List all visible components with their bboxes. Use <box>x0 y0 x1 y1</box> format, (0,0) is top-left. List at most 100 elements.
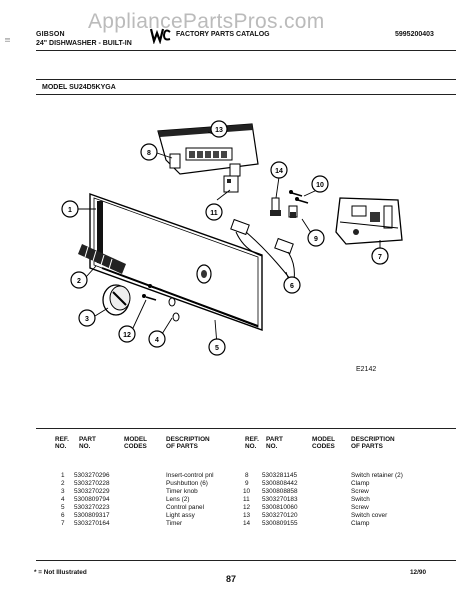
callout-12: 12 <box>118 325 136 343</box>
svg-text:13: 13 <box>215 127 223 134</box>
wci-logo <box>150 28 171 44</box>
part-description: Screw <box>351 488 369 495</box>
ref-no: 14 <box>243 520 251 527</box>
header-model-left: MODEL CODES <box>124 436 148 450</box>
callout-14: 14 <box>270 161 288 179</box>
svg-text:14: 14 <box>275 168 283 175</box>
part-description: Light assy <box>166 512 195 519</box>
callout-13: 13 <box>210 120 228 138</box>
svg-text:12: 12 <box>123 332 131 339</box>
footnote: * = Not Illustrated <box>34 569 87 576</box>
model-number: MODEL SU24D5KYGA <box>42 84 116 91</box>
svg-text:8: 8 <box>147 150 151 157</box>
document-number: 5995200403 <box>395 31 434 38</box>
part-description: Control panel <box>166 504 205 511</box>
part-no: 5303270120 <box>262 512 298 519</box>
part-no: 5303270296 <box>74 472 110 479</box>
product-line: 24" DISHWASHER - BUILT-IN <box>36 40 132 47</box>
ref-no: 10 <box>243 488 251 495</box>
callout-6: 6 <box>283 276 301 294</box>
ref-no: 12 <box>243 504 251 511</box>
switch-part <box>223 175 239 193</box>
svg-text:1: 1 <box>68 207 72 214</box>
ref-no: 9 <box>245 480 249 487</box>
table-row: 5 5303270223 Control panel 12 5300810060… <box>44 504 456 512</box>
svg-text:9: 9 <box>314 236 318 243</box>
part-no: 5303270229 <box>74 488 110 495</box>
part-no: 5300810060 <box>262 504 298 511</box>
part-description: Insert-control pnl <box>166 472 214 479</box>
ref-no: 2 <box>61 480 65 487</box>
ref-no: 5 <box>61 504 65 511</box>
table-row: 4 5300809794 Lens (2) 11 5303270183 Swit… <box>44 496 456 504</box>
screws-and-lenses <box>142 284 180 322</box>
header-desc-left: DESCRIPTION OF PARTS <box>166 436 210 450</box>
ref-no: 7 <box>61 520 65 527</box>
header-ref-left: REF. NO. <box>55 436 69 450</box>
svg-text:10: 10 <box>316 182 324 189</box>
part-no: 5300808858 <box>262 488 298 495</box>
callout-7: 7 <box>371 247 389 265</box>
part-no: 5300809794 <box>74 496 110 503</box>
callout-11: 11 <box>205 203 223 221</box>
margin-mark: ||| <box>4 38 10 42</box>
timer-knob-part <box>102 284 131 316</box>
table-row: 2 5303270228 Pushbutton (6) 9 5300808442… <box>44 480 456 488</box>
header-rule <box>36 50 456 51</box>
part-no: 5300809155 <box>262 520 298 527</box>
switch-cover-part <box>157 123 259 177</box>
revision-date: 12/90 <box>410 569 426 576</box>
control-panel-part <box>89 193 263 331</box>
callout-1: 1 <box>61 200 79 218</box>
part-no: 5303270223 <box>74 504 110 511</box>
part-description: Switch retainer (2) <box>351 472 403 479</box>
diagram-code: E2142 <box>356 366 377 373</box>
table-row: 7 5303270164 Timer 14 5300809155 Clamp <box>44 520 456 528</box>
part-no: 5303270183 <box>262 496 298 503</box>
clamps-and-screws <box>270 190 309 218</box>
part-description: Switch cover <box>351 512 388 519</box>
header-part-left: PART NO. <box>79 436 96 450</box>
part-description: Switch <box>351 496 370 503</box>
catalog-title: FACTORY PARTS CATALOG <box>176 31 270 38</box>
model-rule-bottom <box>36 94 456 95</box>
ref-no: 3 <box>61 488 65 495</box>
header-ref-right: REF. NO. <box>245 436 259 450</box>
ref-no: 1 <box>61 472 65 479</box>
model-rule-top <box>36 79 456 80</box>
brand-name: GIBSON <box>36 31 65 38</box>
part-description: Timer <box>166 520 183 527</box>
part-description: Timer knob <box>166 488 198 495</box>
callout-9: 9 <box>307 229 325 247</box>
svg-text:3: 3 <box>85 316 89 323</box>
callouts: 1 2 3 4 5 6 7 <box>61 120 389 356</box>
part-description: Lens (2) <box>166 496 190 503</box>
ref-no: 8 <box>245 472 249 479</box>
ref-no: 11 <box>243 496 250 503</box>
header-part-right: PART NO. <box>266 436 283 450</box>
page-number: 87 <box>226 574 237 584</box>
callout-8: 8 <box>140 143 158 161</box>
part-description: Clamp <box>351 480 370 487</box>
svg-text:6: 6 <box>290 283 294 290</box>
footer-rule <box>36 560 456 561</box>
pushbuttons-part <box>78 244 126 274</box>
watermark: AppliancePartsPros.com <box>88 10 325 33</box>
svg-text:7: 7 <box>378 254 382 261</box>
part-description: Screw <box>351 504 369 511</box>
callout-2: 2 <box>70 271 88 289</box>
header-model-right: MODEL CODES <box>312 436 336 450</box>
part-no: 5300808442 <box>262 480 298 487</box>
svg-text:11: 11 <box>210 210 218 217</box>
callout-5: 5 <box>208 338 226 356</box>
part-no: 5300809317 <box>74 512 110 519</box>
part-no: 5303270228 <box>74 480 110 487</box>
part-no: 5303270164 <box>74 520 110 527</box>
table-row: 6 5300809317 Light assy 13 5303270120 Sw… <box>44 512 456 520</box>
svg-text:4: 4 <box>155 337 159 344</box>
table-rule <box>36 428 456 429</box>
timer-part <box>335 197 403 245</box>
svg-text:2: 2 <box>77 278 81 285</box>
part-description: Pushbutton (6) <box>166 480 208 487</box>
